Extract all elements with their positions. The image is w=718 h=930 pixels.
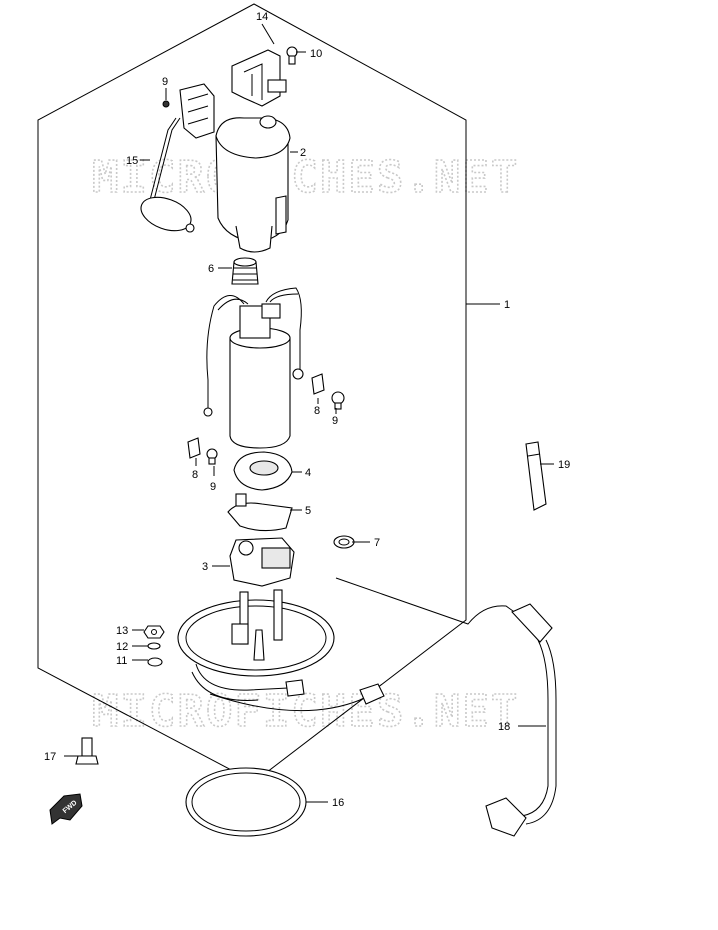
callout-6: 6 [208,263,214,275]
callout-3: 3 [202,561,208,573]
part-3-cushion [229,537,295,587]
leader-lines [64,23,554,803]
part-19-clamp [525,441,547,511]
callout-9-top: 9 [162,76,168,88]
part-15-level-sender [140,83,215,233]
watermark-top: MICROFICHES.NET [92,152,519,203]
callout-15: 15 [126,155,138,167]
part-16-gasket [185,767,307,837]
part-8-washer-left [187,437,201,459]
part-13-nut [143,625,165,639]
callout-17: 17 [44,751,56,763]
part-4-pump-holder [233,451,293,491]
float [140,196,195,233]
part-7-oring [333,535,355,549]
part-9-screw-left [206,448,218,465]
callout-16: 16 [332,797,344,809]
callout-10: 10 [310,48,322,60]
callout-13: 13 [116,625,128,637]
callout-12: 12 [116,641,128,653]
callout-18: 18 [498,721,510,733]
part-2-filter-housing [215,115,291,253]
part-9-screw-right [331,391,345,410]
callout-8-right: 8 [314,405,320,417]
callout-19: 19 [558,459,570,471]
part-8-washer-right [311,373,325,395]
part-6-grommet [231,257,259,285]
callout-1: 1 [504,299,510,311]
fwd-arrow-icon: FWD [49,793,83,825]
callout-5: 5 [305,505,311,517]
callout-14: 14 [256,11,268,23]
part-18-fuel-hose [335,577,557,837]
part-10-screw [286,46,298,65]
callout-9-left: 9 [210,481,216,493]
pump-base-flange [177,589,385,712]
callout-2: 2 [300,147,306,159]
fuel-pump-motor [203,287,304,449]
part-14-bracket [231,49,287,107]
part-5-clamp-plate [227,493,293,532]
callout-11: 11 [116,655,127,667]
callout-9-right: 9 [332,415,338,427]
callout-4: 4 [305,467,311,479]
callout-7: 7 [374,537,380,549]
part-17-bolt [75,737,99,765]
watermark-bottom: MICROFICHES.NET [92,686,519,737]
callout-8-left: 8 [192,469,198,481]
part-12-washer [147,642,161,650]
part-11-lock-washer [147,657,163,667]
part-9-screw-top [162,100,170,108]
